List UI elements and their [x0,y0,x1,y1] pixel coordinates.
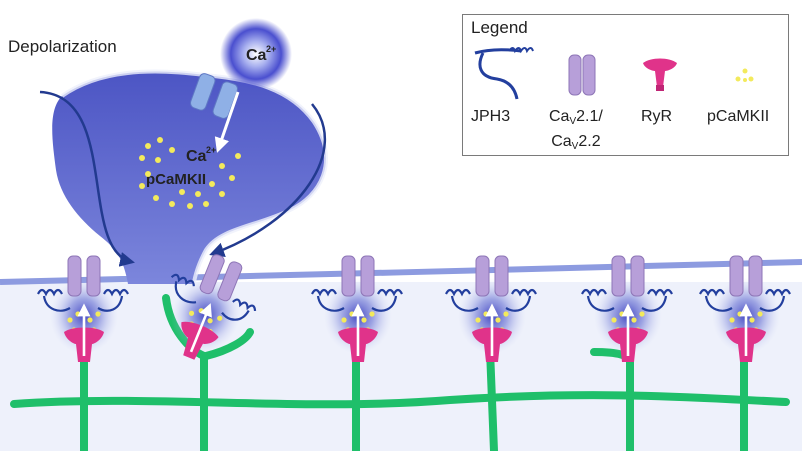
pcamkii-dot [639,311,645,317]
junction-unit [581,255,673,362]
pcamkii-dot [631,317,637,323]
pcamkii-dot [611,317,617,323]
depolarization-arrow-left [39,90,135,267]
junction-unit [311,255,403,362]
pcamkii-dot [737,311,743,317]
cav-channel-right [217,261,243,302]
inner-calcium-charge: 2+ [206,145,216,155]
cav-channel-left [341,255,356,297]
legend: Legend JPH3 CaV2.1/ CaV2.2 RyR pCaMKII [462,14,789,156]
legend-label-jph3: JPH3 [471,108,511,125]
pcamkii-dot [749,317,755,323]
cav-channel-left [199,254,225,295]
pcamkii-dots-icon [735,68,754,82]
jph3-coil-icon [474,47,534,100]
jph3-coil [37,288,129,312]
junction-unit [37,255,129,362]
jph3-coil [311,288,403,312]
jph3-coil [170,273,257,321]
pcamkii-dot [95,311,101,317]
plasma-membrane [0,259,802,285]
calcium-influx-arrow [214,91,240,153]
cav-channel-right [494,255,509,297]
presynaptic-terminal [52,71,327,284]
depolarization-arrow-right [209,103,327,257]
pcamkii-dot [349,311,355,317]
pcamkii-dot [495,317,501,323]
depolarization-label: Depolarization [8,37,117,56]
pcamkii-dot [75,311,81,317]
cav-channel-left [67,255,82,297]
pcamkii-dot [757,311,763,317]
cav-channel-icon [568,54,596,96]
jph3-coil [445,288,537,312]
cav-channel-right [360,255,375,297]
pcamkii-dot [87,317,93,323]
cav-channel-right [748,255,763,297]
pcamkii-dot [217,315,223,321]
inner-pcamkii-label: pCaMKII [146,171,206,188]
pcamkii-dot [369,311,375,317]
legend-title: Legend [471,18,528,37]
pcamkii-dot [729,317,735,323]
cav-channel-right [86,255,101,297]
legend-label-cav: CaV2.1/ CaV2.2 [549,108,603,152]
junction-units [37,254,791,362]
pcamkii-dot [188,310,195,316]
pcamkii-dot [341,317,347,323]
junction-unit [170,254,257,360]
calcium-ion-label: Ca [246,47,267,64]
pcamkii-dot [207,318,213,324]
cav-channel-left [729,255,744,297]
junction-unit [445,255,537,362]
calcium-ion-charge: 2+ [266,44,276,54]
junction-unit [699,255,791,362]
pcamkii-dot [483,311,489,317]
pcamkii-dot [67,317,73,323]
legend-label-pcamkii: pCaMKII [707,108,770,125]
legend-label-ryr: RyR [641,108,673,125]
terminal-pcamkii-dots [139,137,241,209]
cav-channel-left [611,255,626,297]
presynaptic-channel [189,73,239,119]
cav-channel-right [630,255,645,297]
jph3-coil [699,288,791,312]
pcamkii-dot [619,311,625,317]
jph3-coil [581,288,673,312]
inner-calcium-label: Ca [186,148,207,165]
calcium-ion-glow [220,18,292,90]
cav-channel-left [475,255,490,297]
ryr-receptor-icon [643,58,677,91]
pcamkii-dot [361,317,367,323]
pcamkii-dot [475,317,481,323]
calcium-release-arrow [189,303,212,353]
pcamkii-dot [503,311,509,317]
cytoplasm-region [0,282,802,451]
